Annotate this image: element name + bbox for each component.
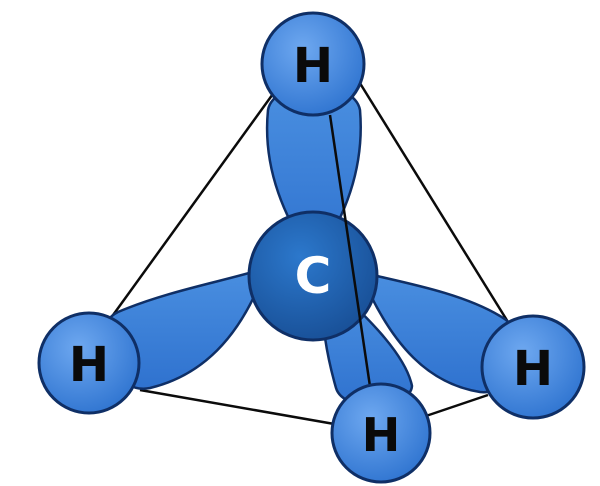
hydrogen-label-right: H [513, 341, 553, 397]
hydrogen-label-left: H [69, 337, 109, 393]
carbon-atom: C [247, 210, 379, 342]
edge-top-right [356, 79, 510, 323]
edge-right-bottom [419, 393, 489, 420]
hydrogen-atom-bottom: H [330, 382, 432, 484]
carbon-label: C [295, 247, 332, 305]
tetrahedron-edges [106, 79, 510, 427]
bond-axis-line [328, 114, 374, 401]
hydrogen-atom-top: H [260, 11, 366, 117]
edge-left-bottom [139, 388, 341, 427]
hydrogen-atom-right: H [480, 314, 586, 420]
hydrogen-label-top: H [293, 38, 333, 94]
hydrogen-label-bottom: H [362, 408, 401, 462]
hydrogen-atom-left: H [37, 311, 141, 415]
edge-top-left [106, 79, 285, 323]
